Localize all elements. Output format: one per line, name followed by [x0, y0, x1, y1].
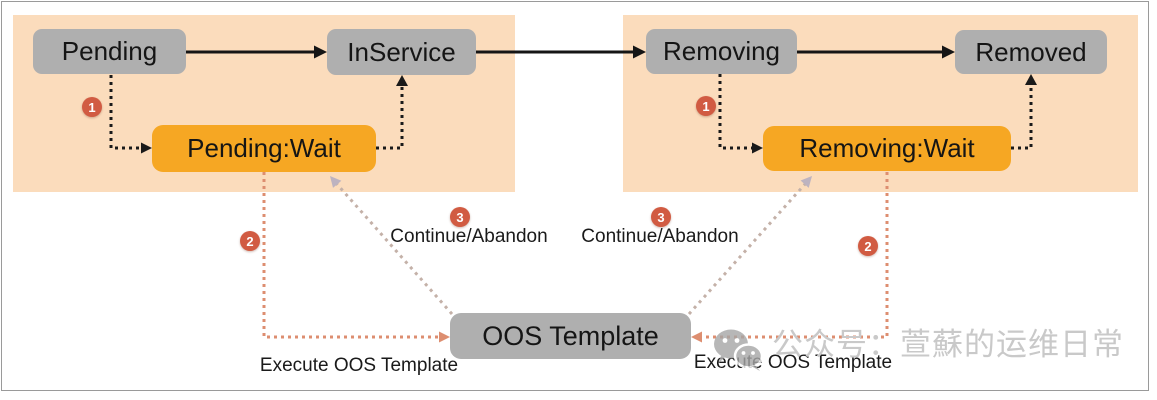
label-execute-oos-left: Execute OOS Template — [259, 355, 459, 376]
label-continue-abandon-right: Continue/Abandon — [581, 226, 739, 247]
step-badge-2-left: 2 — [240, 231, 260, 251]
label-continue-abandon-left: Continue/Abandon — [390, 226, 548, 247]
step-badge-1-left: 1 — [82, 97, 102, 117]
step-badge-3-right: 3 — [651, 207, 671, 227]
node-removed: Removed — [955, 30, 1107, 74]
outer-border — [1, 1, 1149, 391]
node-pending-wait: Pending:Wait — [152, 125, 376, 172]
node-removing-wait: Removing:Wait — [763, 126, 1011, 171]
node-oos-template: OOS Template — [450, 313, 691, 359]
label-execute-oos-right: Execute OOS Template — [693, 352, 893, 373]
step-badge-2-right: 2 — [858, 236, 878, 256]
step-badge-1-right: 1 — [696, 96, 716, 116]
node-pending: Pending — [33, 29, 186, 74]
node-removing: Removing — [646, 29, 797, 74]
node-inservice: InService — [327, 29, 476, 75]
step-badge-3-left: 3 — [450, 207, 470, 227]
